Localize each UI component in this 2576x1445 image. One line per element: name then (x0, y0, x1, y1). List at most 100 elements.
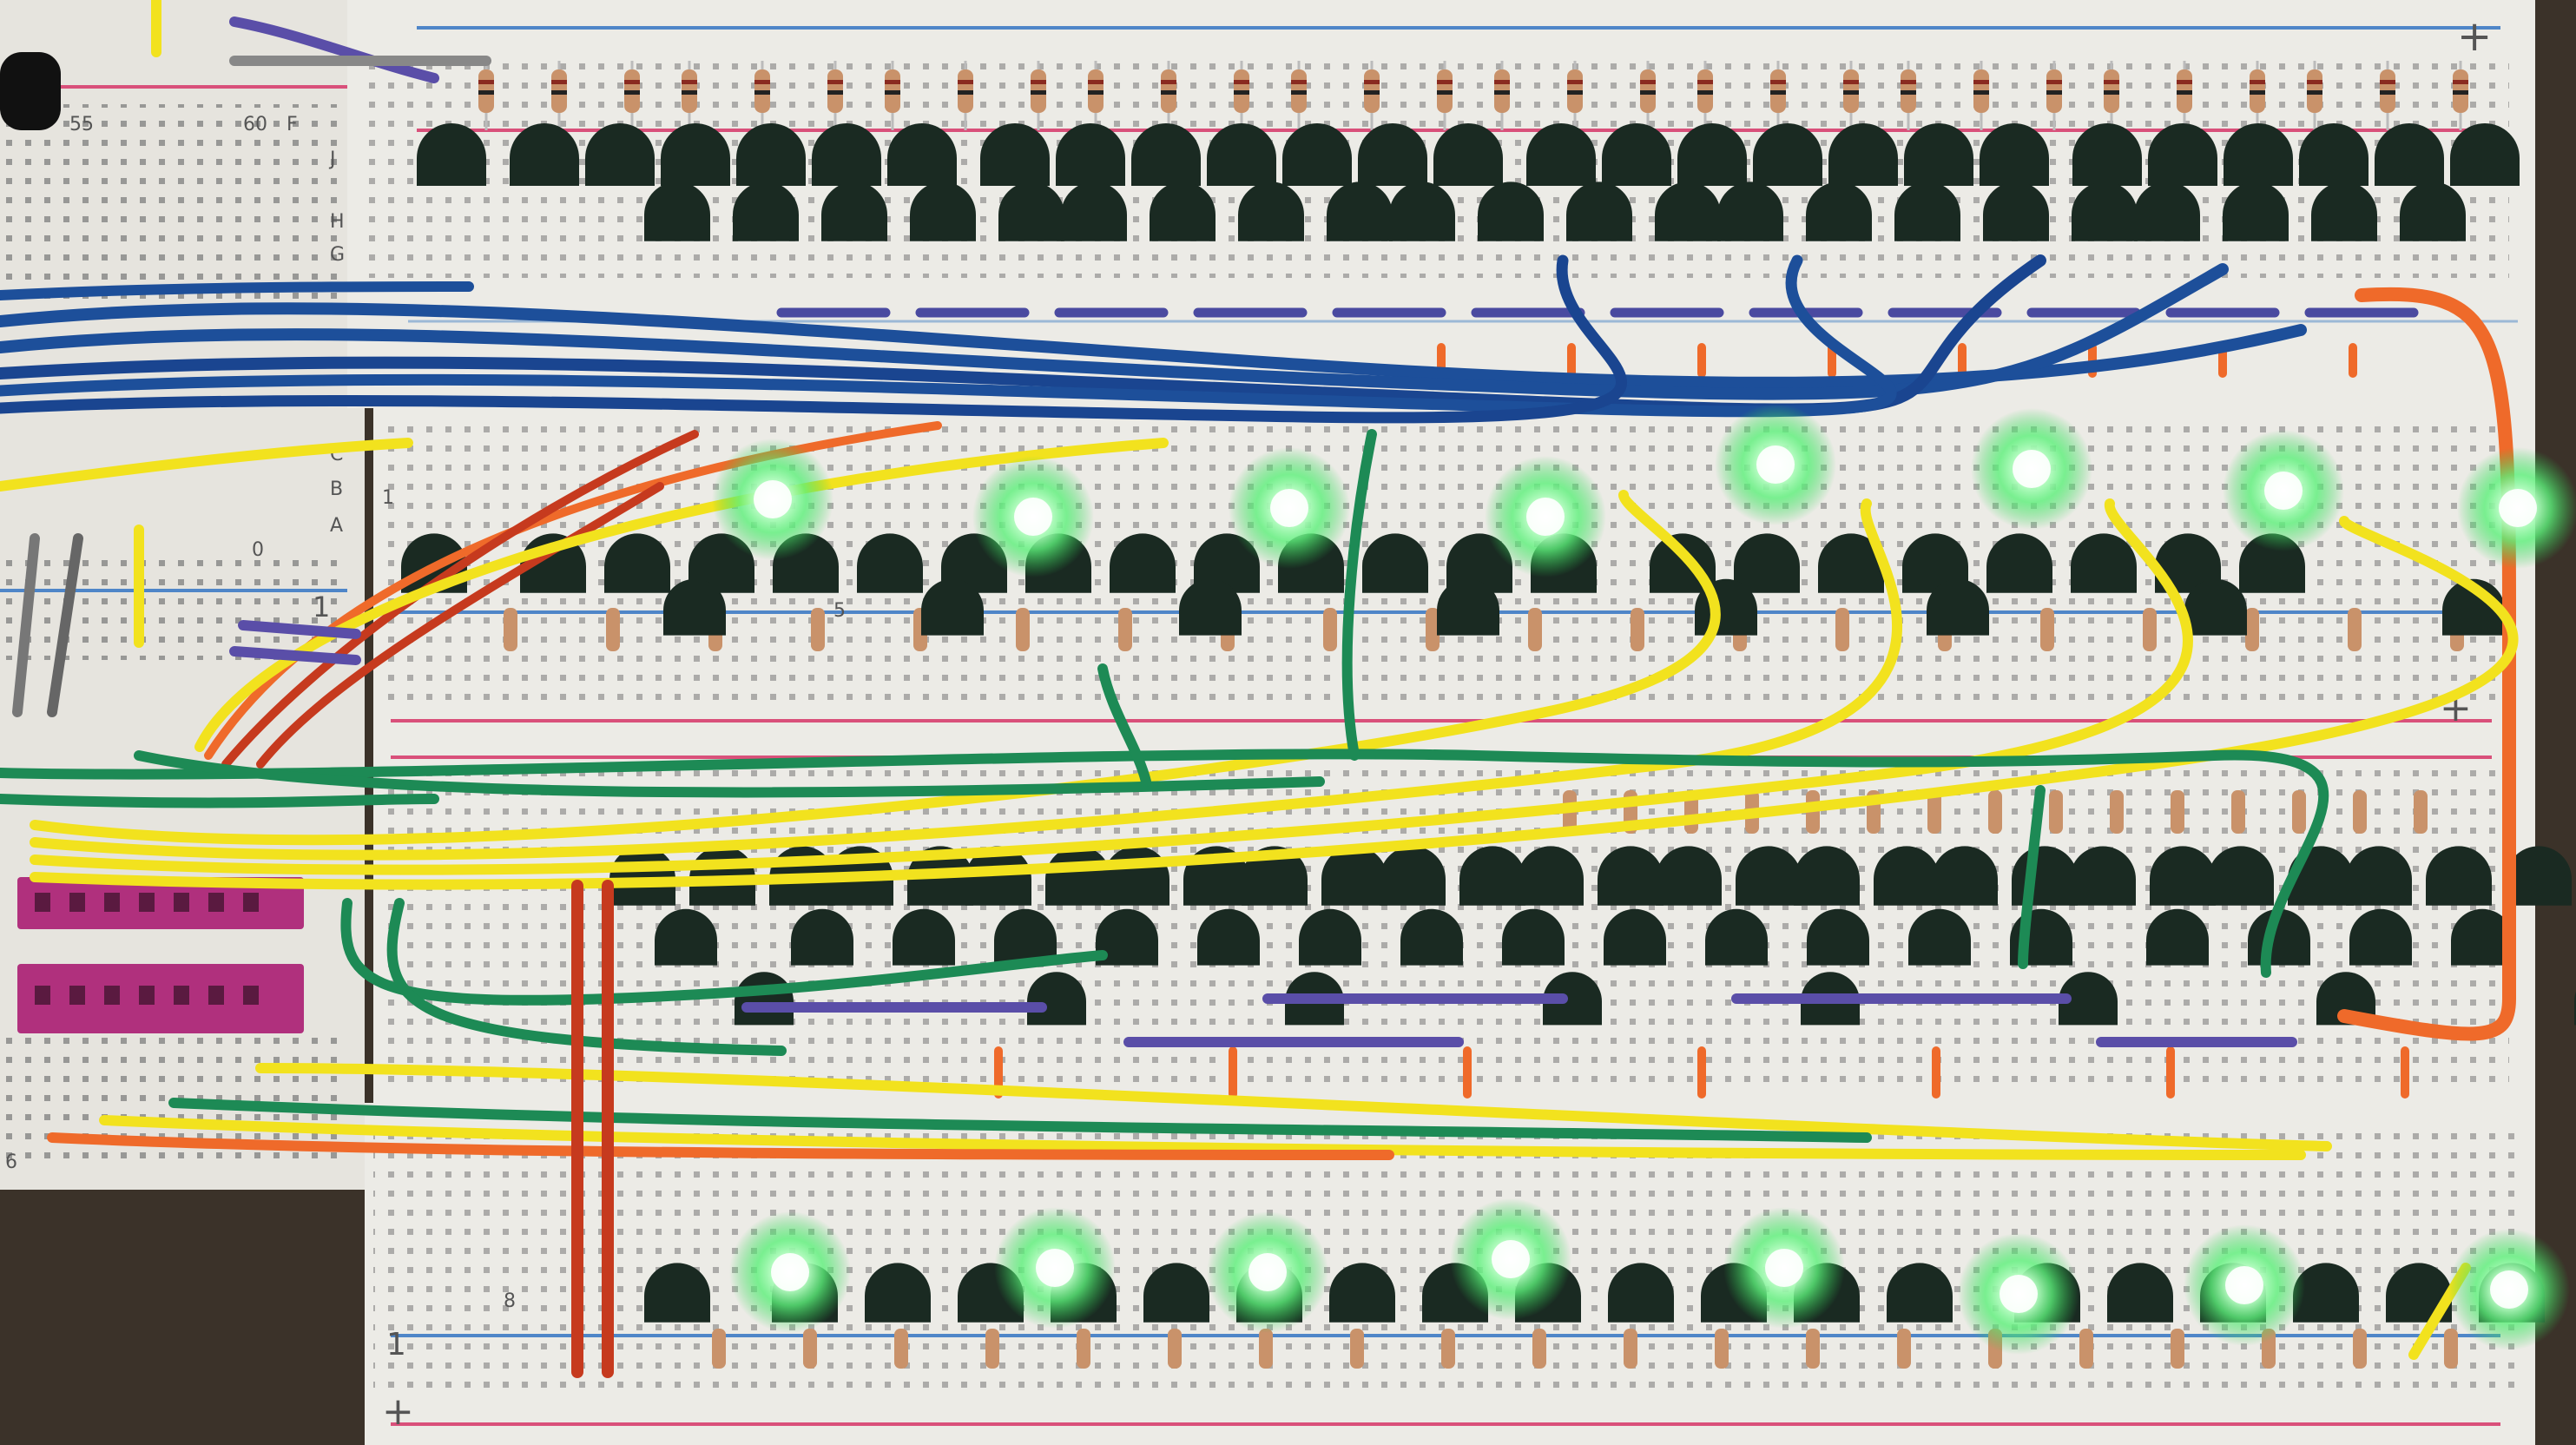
resistor (1715, 1329, 1729, 1369)
label-row-g: G (330, 244, 345, 266)
label-col-1: 1 (382, 487, 394, 509)
transistor (1179, 578, 1242, 636)
transistor (1327, 181, 1393, 241)
led-lit (1207, 1211, 1328, 1333)
resistor (1259, 1329, 1273, 1369)
transistor (1932, 846, 1998, 906)
transistor-top-left (0, 52, 61, 130)
wire-bundle (0, 0, 2519, 1378)
led-lit (2223, 430, 2344, 551)
wire-green-7 (386, 898, 787, 1056)
resistor (1426, 608, 1440, 651)
transistor (1598, 846, 1664, 906)
resistor (712, 1329, 726, 1369)
transistor (1238, 181, 1304, 241)
transistor (1902, 533, 1968, 593)
wire-yellow-6 (30, 516, 2519, 890)
transistor (2346, 846, 2412, 906)
transistor (2208, 846, 2274, 906)
resistor (958, 61, 973, 130)
led-lit (1958, 1233, 2079, 1355)
led-group (712, 404, 2576, 1355)
resistor (2104, 61, 2119, 130)
transistor (2293, 1263, 2359, 1323)
resistor (1567, 61, 1583, 130)
led-lit (994, 1207, 1116, 1329)
resistor (1770, 61, 1786, 130)
transistor (2071, 533, 2137, 593)
led-lit (1485, 456, 1606, 577)
transistor (1389, 181, 1455, 241)
transistor (1362, 533, 1428, 593)
resistor (2414, 790, 2428, 834)
resistor (1901, 61, 1916, 130)
resistor (1031, 61, 1046, 130)
transistor (887, 123, 957, 186)
transistor (1502, 908, 1565, 966)
resistor (1697, 61, 1713, 130)
wire-purple-left-2 (238, 620, 361, 639)
transistor (1400, 908, 1463, 966)
resistor (2079, 1329, 2093, 1369)
transistor (736, 123, 806, 186)
transistor (1828, 123, 1898, 186)
resistor (2353, 1329, 2367, 1369)
transistor (663, 578, 726, 636)
resistor (1016, 608, 1030, 651)
resistor (2171, 1329, 2184, 1369)
resistor (827, 61, 843, 130)
transistor (1908, 908, 1971, 966)
transistor (2311, 181, 2377, 241)
transistor (1380, 846, 1446, 906)
resistor (2380, 61, 2395, 130)
header-connectors (17, 877, 304, 1033)
resistor (1494, 61, 1510, 130)
transistor (2506, 846, 2573, 906)
label-plus-bottom: + (382, 1389, 414, 1434)
resistor (2348, 608, 2362, 651)
resistor (551, 61, 567, 130)
wire-green-2 (134, 750, 1325, 798)
resistor (1437, 61, 1453, 130)
label-col-60: 60 (243, 114, 267, 135)
resistor (1323, 608, 1337, 651)
transistor (1734, 533, 1800, 593)
wire-green-6 (340, 898, 1108, 1006)
resistor (811, 608, 825, 651)
transistor (1207, 123, 1276, 186)
wire-blue-5 (0, 254, 1628, 424)
wire-yellow-low-1 (255, 1063, 2332, 1151)
led-lit (712, 439, 833, 560)
transistor (604, 533, 670, 593)
resistor (2307, 61, 2322, 130)
transistor (2070, 846, 2136, 906)
transistor (821, 181, 887, 241)
label-row-b: B (330, 478, 343, 500)
resistor (1835, 608, 1849, 651)
resistor (606, 608, 620, 651)
transistor (1566, 181, 1632, 241)
led-lit (2184, 1224, 2305, 1346)
wire-green-1 (0, 749, 2329, 978)
transistor (1874, 846, 1940, 906)
transistor (1818, 533, 1884, 593)
transistor (2451, 908, 2513, 966)
transistor (1282, 123, 1352, 186)
resistor (2250, 61, 2265, 130)
transistor (865, 1263, 931, 1323)
transistor (1677, 123, 1747, 186)
resistor (1973, 61, 1989, 130)
transistor (1543, 972, 1602, 1026)
transistor (2400, 181, 2466, 241)
transistor (2072, 123, 2142, 186)
resistor (2110, 790, 2124, 834)
resistor (478, 61, 494, 130)
transistor (1794, 846, 1860, 906)
transistor (1806, 181, 1872, 241)
wire-blue-3 (0, 254, 2046, 416)
resistor (1624, 1329, 1637, 1369)
resistor (1631, 608, 1644, 651)
wire-blue-2 (0, 263, 2229, 400)
transistor (1736, 846, 1802, 906)
transistor (2059, 972, 2118, 1026)
